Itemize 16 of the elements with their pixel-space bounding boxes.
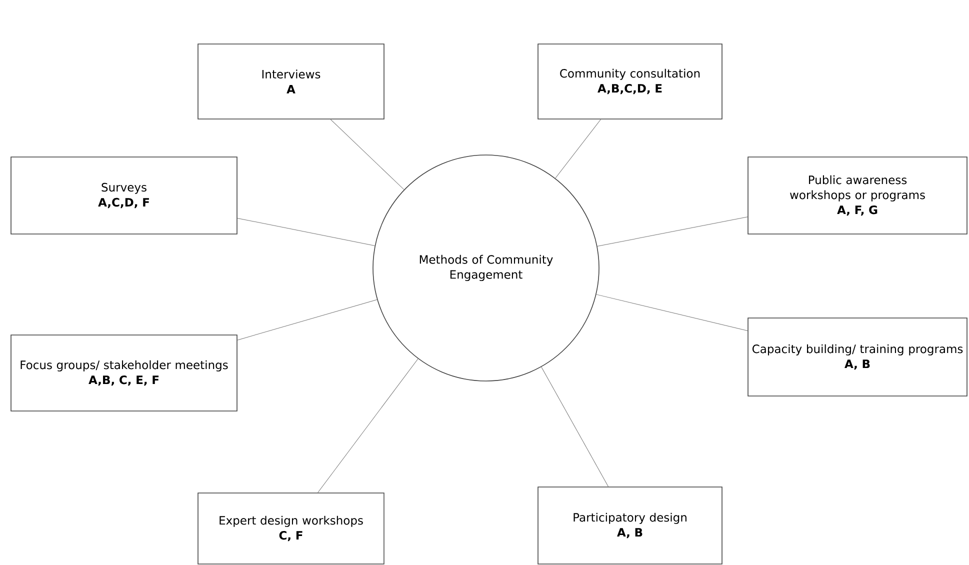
method-box: Expert design workshops C, F — [198, 492, 384, 564]
connector-line — [541, 366, 609, 487]
method-box: Focus groups/ stakeholder meetings A,B, C, E, F — [10, 334, 238, 412]
method-box: Community consultation A,B,C,D, E — [538, 44, 722, 120]
connector-line — [237, 299, 378, 340]
connector-line — [555, 119, 602, 178]
connector-line — [596, 294, 748, 331]
method-box: Capacity building/ training programs A, B — [748, 318, 968, 396]
connector-line — [237, 218, 376, 246]
method-box: Participatory design A, B — [538, 486, 722, 564]
method-box: Interviews A — [198, 44, 384, 120]
method-box: Public awareness workshops or programs A, F, G — [748, 156, 968, 234]
connector-line — [597, 216, 748, 246]
connector-line — [330, 119, 404, 190]
method-box: Surveys A,C,D, F — [10, 156, 238, 234]
connector-line — [318, 358, 418, 493]
